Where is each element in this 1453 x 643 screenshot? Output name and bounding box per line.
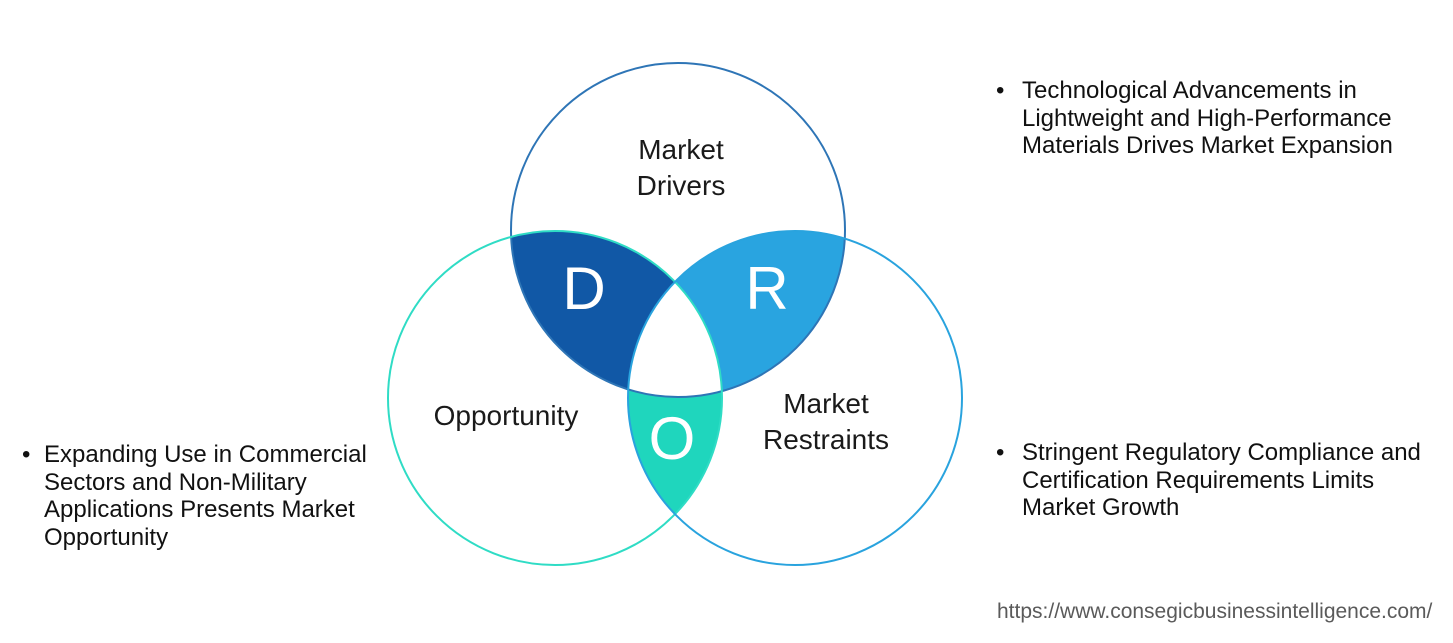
bullet-icon: • [22,441,31,468]
opportunity-annotation-text: Expanding Use in Commercial Sectors and … [44,441,367,551]
opportunity-annotation-line1: Expanding Use in Commercial [44,441,367,468]
restraints-label: Market Restraints [763,386,889,458]
restraints-label-line2: Restraints [762,424,890,455]
restraints-annotation-line3: Market Growth [1022,494,1180,521]
source-url-link[interactable]: https://www.consegicbusinessintelligence… [997,600,1433,623]
drivers-annotation-line1: Technological Advancements in [1022,77,1357,104]
opportunity-annotation-line4: Opportunity [44,523,169,551]
drivers-annotation-line2: Lightweight and High-Performance [1022,104,1392,132]
drivers-circle-outline [510,62,846,398]
restraints-annotation-line2: Certification Requirements Limits [1022,466,1375,494]
opportunity-annotation-line2: Sectors and Non-Military [44,468,307,496]
bullet-icon: • [996,77,1005,104]
letter-o: O [648,405,696,472]
drivers-annotation: • Technological Advancements in Lightwei… [996,77,1393,160]
drivers-opportunity-region [511,231,722,397]
restraints-annotation: • Stringent Regulatory Compliance and Ce… [996,439,1421,522]
drivers-label-line2: Drivers [636,170,726,201]
drivers-restraints-region [628,231,845,397]
restraints-label-line1: Market [783,388,869,419]
drivers-label-line1: Market [638,134,724,165]
drivers-annotation-text: Technological Advancements in Lightweigh… [1022,77,1393,160]
restraints-annotation-line1: Stringent Regulatory Compliance and [1022,439,1421,466]
bullet-icon: • [996,439,1005,466]
opportunity-label: Opportunity [434,398,579,434]
drivers-annotation-line3: Materials Drives Market Expansion [1022,132,1393,159]
opportunity-annotation: • Expanding Use in Commercial Sectors an… [22,441,367,551]
drivers-label: Market Drivers [637,132,726,204]
restraints-annotation-text: Stringent Regulatory Compliance and Cert… [1022,439,1421,522]
opportunity-annotation-line3: Applications Presents Market [44,496,355,523]
letter-r: R [745,255,789,322]
opportunity-label-line1: Opportunity [433,400,579,431]
letter-d: D [562,255,606,322]
restraints-circle-outline [627,230,963,566]
opportunity-circle-outline [387,230,723,566]
